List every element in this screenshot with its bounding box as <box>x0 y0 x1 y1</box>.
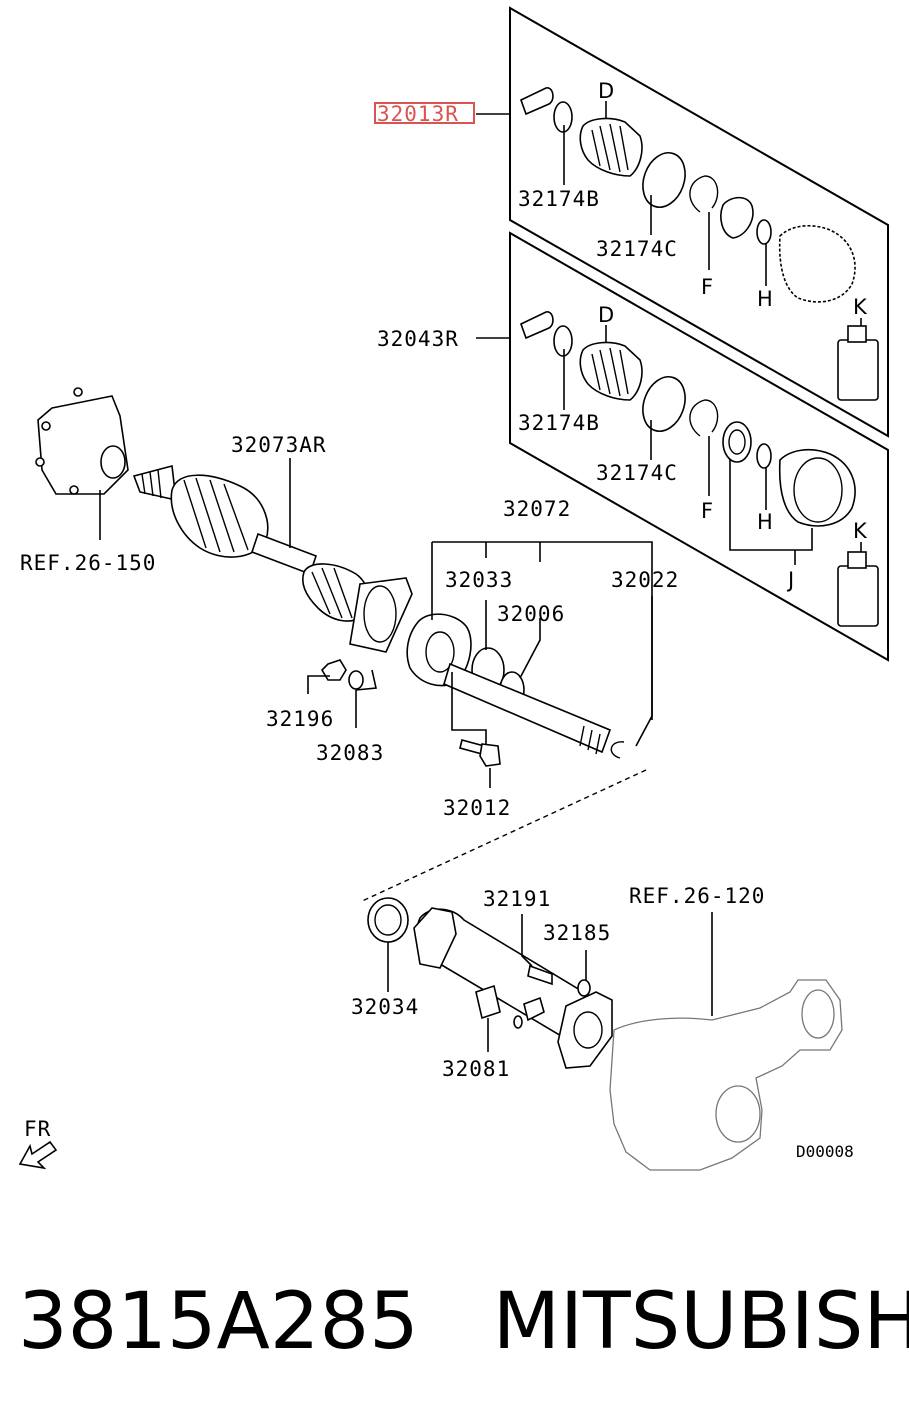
label-F-lower: F <box>701 499 713 523</box>
label-32012: 32012 <box>443 796 511 820</box>
drive-shaft-assembly <box>35 387 653 788</box>
front-direction-arrow-icon <box>18 1140 58 1170</box>
label-32174B-lower: 32174B <box>518 411 600 435</box>
label-32174B-upper: 32174B <box>518 187 600 211</box>
label-H-lower: H <box>757 510 773 534</box>
caption: 3815A285 MITSUBISHI <box>18 1262 909 1382</box>
label-32013R: 32013R <box>377 102 459 126</box>
caption-part-number: 3815A285 <box>18 1277 419 1367</box>
label-32174C-upper: 32174C <box>596 237 678 261</box>
label-32174C-lower: 32174C <box>596 461 678 485</box>
axle-tube-assembly <box>367 897 843 1171</box>
label-32185: 32185 <box>543 921 611 945</box>
label-32083: 32083 <box>316 741 384 765</box>
label-F-upper: F <box>701 275 713 299</box>
label-32043R: 32043R <box>377 327 459 351</box>
highlight-box <box>374 102 475 124</box>
label-32196: 32196 <box>266 707 334 731</box>
label-K-lower: K <box>853 519 868 543</box>
label-ref-26-150: REF.26-150 <box>20 551 156 575</box>
label-32072: 32072 <box>503 497 571 521</box>
label-ref-26-120: REF.26-120 <box>629 884 765 908</box>
kit-box-32013R <box>509 6 889 438</box>
drawing-code: D00008 <box>796 1142 854 1161</box>
label-J-lower: J <box>786 568 794 592</box>
label-D-upper: D <box>598 79 614 103</box>
caption-brand: MITSUBISHI <box>492 1277 909 1367</box>
label-fr: FR <box>24 1117 51 1141</box>
label-32191: 32191 <box>483 887 551 911</box>
label-K-upper: K <box>853 295 868 319</box>
label-32006: 32006 <box>497 602 565 626</box>
kit-box-32043R <box>509 231 889 662</box>
label-32081: 32081 <box>442 1057 510 1081</box>
label-D-lower: D <box>598 303 614 327</box>
label-32073AR: 32073AR <box>231 433 327 457</box>
label-32033: 32033 <box>445 568 513 592</box>
label-32022: 32022 <box>611 568 679 592</box>
label-H-upper: H <box>757 287 773 311</box>
label-32034: 32034 <box>351 995 419 1019</box>
